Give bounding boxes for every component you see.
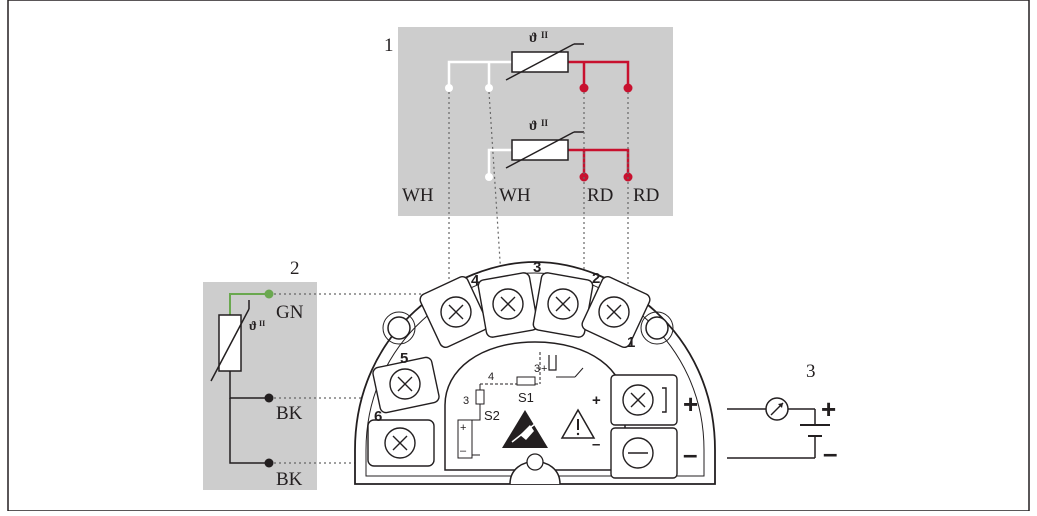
leader-lines-sensor — [274, 293, 425, 464]
svg-text:–: – — [460, 445, 467, 457]
rtd-symbol-2: ϑ — [529, 119, 537, 134]
screw-terminal-icon — [610, 374, 678, 426]
leader-lines-rtd — [448, 91, 629, 291]
screw-terminal-icon — [367, 419, 435, 467]
inner-label-4: 4 — [488, 371, 494, 383]
wire-label-wh-1: WH — [402, 185, 434, 206]
green-wire — [229, 293, 269, 315]
wire-label-wh-2: WH — [499, 185, 531, 206]
variable-resistor-icon: ϑ II — [210, 300, 265, 382]
wire-dot — [264, 289, 274, 299]
callout-3: 3 — [806, 361, 816, 382]
esd-warning-icon — [502, 410, 548, 448]
sensor-symbol: ϑ — [249, 318, 257, 333]
black-wire — [229, 398, 269, 464]
supply-minus: – — [823, 438, 837, 468]
white-wires — [447, 60, 512, 176]
wire-label-bk-2: BK — [276, 469, 303, 490]
terminal-number-4: 4 — [471, 272, 480, 289]
wire-label-rd-2: RD — [633, 185, 659, 206]
svg-text:II: II — [541, 118, 549, 128]
svg-text:+: + — [541, 363, 547, 375]
terminal-number-1: 1 — [627, 334, 635, 351]
screw-terminal-icon — [372, 356, 440, 414]
svg-text:+: + — [460, 422, 466, 434]
wire-dot — [264, 393, 274, 403]
screw-terminal-icon — [610, 427, 678, 479]
inner-minus: – — [592, 436, 600, 453]
wire-label-rd-1: RD — [587, 185, 613, 206]
terminal-number-5: 5 — [400, 350, 408, 367]
terminal-minus: – — [683, 439, 697, 469]
callout-1: 1 — [384, 35, 394, 56]
wire-dot — [623, 83, 633, 93]
inner-circuit: + – — [457, 352, 584, 459]
terminal-number-2: 2 — [592, 270, 600, 287]
screw-terminal-icon — [477, 272, 539, 338]
caution-icon — [560, 408, 596, 439]
variable-resistor-icon: ϑ II — [505, 118, 584, 169]
terminal-number-6: 6 — [374, 408, 382, 425]
wire-label-gn: GN — [276, 302, 304, 323]
inner-label-3b: 3 — [463, 395, 469, 407]
power-supply-circuit — [727, 408, 830, 459]
terminal-plus: + — [683, 389, 698, 419]
supply-plus: + — [821, 394, 836, 424]
screw-terminal-icon — [581, 276, 651, 348]
screw-terminal-icon — [532, 272, 594, 338]
rtd-symbol-1: ϑ — [529, 31, 537, 46]
switch-s1: S1 — [518, 390, 534, 405]
wire-dot — [264, 458, 274, 468]
switch-s2: S2 — [484, 408, 500, 423]
wire-dot — [579, 83, 589, 93]
svg-text:II: II — [259, 319, 265, 328]
screw-terminal-icon — [419, 276, 489, 348]
ammeter-icon — [765, 397, 789, 421]
inner-plus: + — [592, 392, 601, 409]
inner-label-3a: 3 — [534, 363, 540, 375]
wire-dot — [485, 173, 493, 181]
wire-dot — [445, 84, 453, 92]
terminal-number-3: 3 — [533, 259, 541, 276]
wire-dot — [485, 84, 493, 92]
variable-resistor-icon: ϑ II — [505, 30, 584, 81]
wire-label-bk-1: BK — [276, 403, 303, 424]
svg-text:II: II — [541, 30, 549, 40]
callout-2: 2 — [290, 258, 300, 279]
